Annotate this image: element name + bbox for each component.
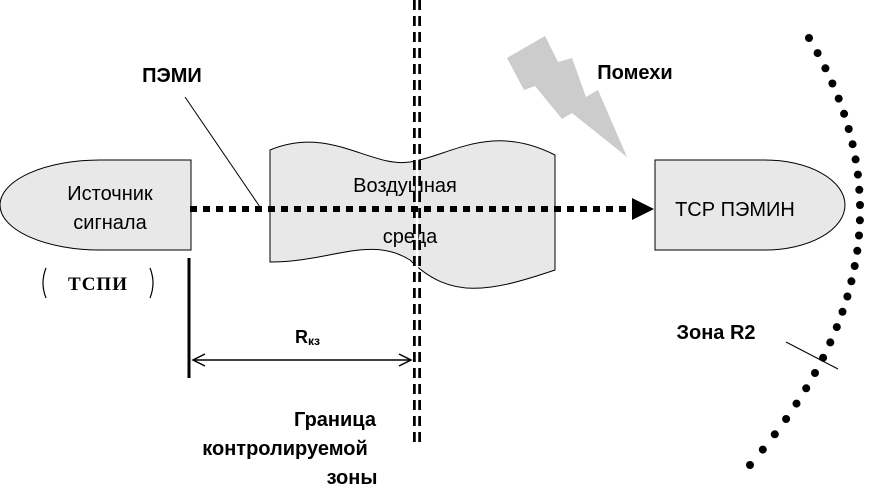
zone-r2-arc-dot [855,185,864,194]
medium-label-line1: Воздушная [353,175,457,197]
source-label-line1: Источник [67,183,153,205]
zone-r2-arc-dot [805,34,813,42]
boundary-label-line1: Граница [294,409,377,431]
zone-r2-arc-dot [851,155,860,164]
zone-r2-arc-dot [813,49,822,58]
zone-r2-arc-dot [770,430,779,439]
zone-r2-arc-dot [826,338,835,347]
emission-arrowhead [632,198,654,220]
zone-r2-arc-dot [821,64,830,73]
distance-arrow [191,353,413,367]
zone-r2-arc-dot [855,216,864,225]
pemi-leader-line [184,96,261,208]
zone-r2-arc-dot [746,461,754,469]
zone-r2-arc-dot [840,109,849,118]
zone-r2-leader-line [785,341,839,370]
air-medium-shape [269,140,556,289]
tspi-bracket [42,267,154,299]
zone-r2-arc-dot [856,201,864,209]
zone-r2-arc-dot [802,384,811,393]
zone-r2-arc-dot [838,307,847,316]
source-label-line2: сигнала [73,212,147,234]
distance-label: Rкз [295,327,320,348]
zone-r2-arc-dot [855,231,863,240]
zone-r2-arc-dot [792,399,801,408]
zone-r2-arc-dot [828,79,837,88]
zone-r2-arc-dot [782,415,791,423]
zone-r2-arc-dot [844,125,853,133]
receiver-shape [654,159,846,251]
noise-label: Помехи [597,62,672,84]
zone-r2-arc-dot [853,246,862,255]
zone-r2-arc-dot [853,170,862,179]
zone-r2-label: Зона R2 [676,322,755,344]
medium-label-line2: среда [383,226,438,248]
receiver-label: ТСР ПЭМИН [675,199,795,221]
pemi-label: ПЭМИ [142,65,202,87]
zone-r2-arc-dot [843,292,852,301]
zone-r2-arc-dot [811,369,819,377]
zone-r2-arc-dot [848,140,857,149]
boundary-label-line2: контролируемой [202,438,368,460]
zone-r2-arc [746,34,864,469]
zone-r2-arc-dot [834,94,843,103]
boundary-label-line3: зоны [327,467,378,489]
signal-source-shape [0,159,192,251]
zone-r2-arc-dot [850,262,859,270]
zone-r2-arc-dot [758,445,767,454]
zone-r2-arc-dot [832,323,841,332]
tspi-label: ТСПИ [68,274,128,295]
lightning-icon [507,36,627,157]
zone-r2-arc-dot [819,353,828,362]
zone-r2-arc-dot [847,277,856,286]
